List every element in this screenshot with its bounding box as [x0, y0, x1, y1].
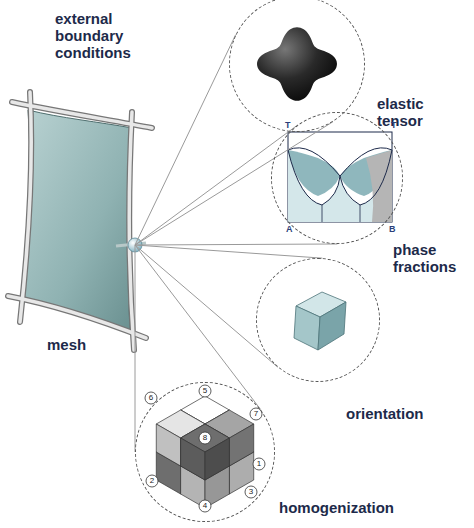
grain-aggregate: [156, 396, 253, 508]
axis-label: B: [389, 224, 396, 234]
callout-number: 3: [245, 486, 257, 498]
node-label: phase fractions: [393, 241, 469, 275]
boundary-label: external boundary conditions: [55, 10, 155, 61]
leader-line: [135, 125, 337, 245]
orientation-cube: [294, 292, 346, 350]
axis-label: T: [285, 120, 291, 130]
leader-line: [135, 35, 333, 245]
phase-diagram: [288, 132, 392, 222]
callout-circles: [145, 385, 265, 512]
callout-number: 4: [199, 500, 211, 512]
node-label: mesh: [47, 336, 107, 353]
callout-number: 7: [250, 408, 262, 420]
mesh-illustration: [8, 92, 152, 350]
axis-label: T: [391, 120, 397, 130]
callout-number: 5: [199, 385, 211, 397]
detail-circle: orientation: [256, 258, 380, 382]
callout-number: 6: [145, 392, 157, 404]
leader-line: [135, 245, 261, 452]
node-label: elastic tensor: [377, 95, 447, 129]
axis-label: A: [286, 224, 293, 234]
elastic-surface: [257, 27, 337, 101]
node-label: homogenization: [279, 499, 409, 516]
callout-number: 2: [146, 475, 158, 487]
node-label: orientation: [346, 405, 456, 422]
callout-number: 8: [199, 432, 211, 444]
leader-line: [135, 245, 322, 367]
mesh-region: mesh: [5, 115, 135, 365]
callout-number: 1: [253, 458, 265, 470]
